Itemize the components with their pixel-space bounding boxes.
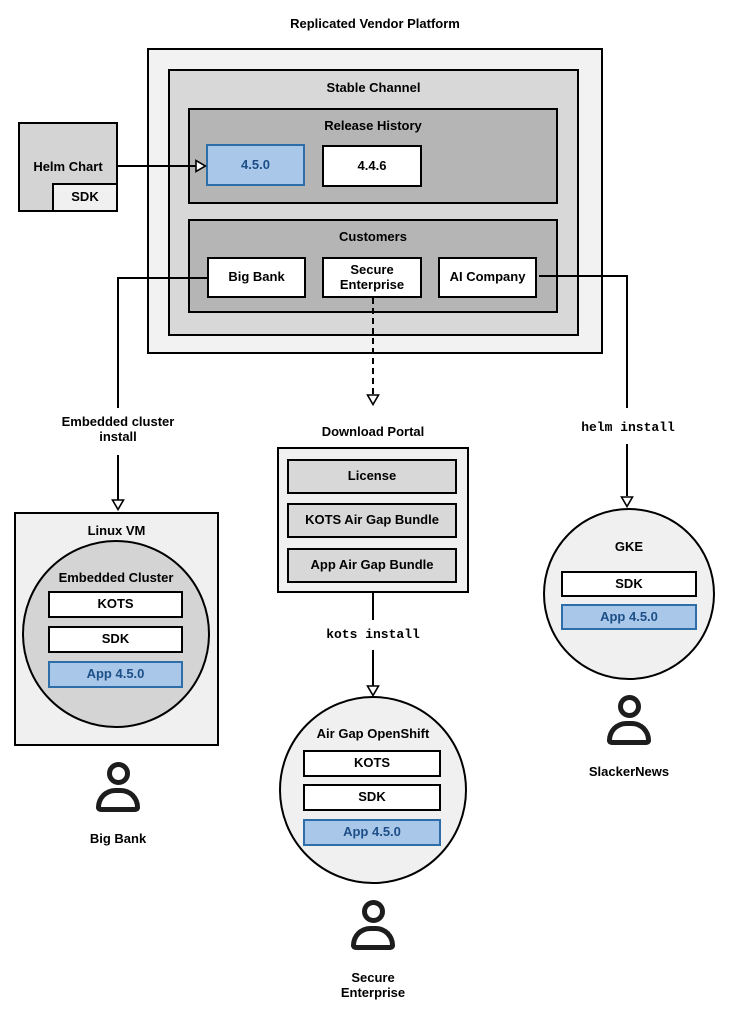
portal-edge-v2: [372, 650, 374, 686]
release-history-label: Release History: [324, 118, 422, 133]
arrowhead-right-icon: [195, 159, 208, 173]
embedded-sdk-label: SDK: [101, 631, 130, 647]
embedded-cluster-label: Embedded Cluster: [58, 570, 174, 585]
download-portal-label: Download Portal: [321, 424, 425, 439]
license-label: License: [347, 468, 397, 484]
secure-enterprise-user-label: Secure Enterprise: [340, 970, 406, 1001]
embedded-kots-box: KOTS: [48, 591, 183, 618]
helm-install-label: helm install: [581, 420, 675, 435]
helm-sdk-box: SDK: [52, 183, 118, 212]
customer-secure-enterprise-box: Secure Enterprise: [322, 257, 422, 298]
embedded-kots-label: KOTS: [97, 596, 134, 612]
openshift-sdk-label: SDK: [358, 789, 386, 805]
person-torso-icon: [351, 926, 395, 950]
secure-enterprise-user-icon: [351, 900, 395, 950]
big-bank-edge-v2: [117, 455, 119, 500]
gke-sdk-box: SDK: [561, 571, 697, 597]
embedded-app-box: App 4.5.0: [48, 661, 183, 688]
arrowhead-down-icon: [620, 496, 634, 509]
stable-channel-label: Stable Channel: [326, 80, 421, 95]
kots-airgap-bundle-label: KOTS Air Gap Bundle: [305, 512, 439, 528]
arrowhead-down-icon: [366, 394, 380, 407]
helm-to-release-line: [118, 165, 196, 167]
person-torso-icon: [96, 788, 140, 812]
helm-sdk-label: SDK: [71, 189, 99, 205]
kots-airgap-bundle-box: KOTS Air Gap Bundle: [287, 503, 457, 538]
openshift-kots-box: KOTS: [303, 750, 441, 777]
slackernews-user-icon: [607, 695, 651, 745]
gke-app-label: App 4.5.0: [600, 608, 658, 624]
customer-ai-company-box: AI Company: [438, 257, 537, 298]
ai-company-edge-v2: [626, 444, 628, 496]
openshift-kots-label: KOTS: [353, 755, 391, 771]
app-airgap-bundle-label: App Air Gap Bundle: [310, 557, 434, 573]
customer-big-bank-label: Big Bank: [228, 269, 285, 285]
slackernews-user-label: SlackerNews: [588, 764, 670, 779]
gke-sdk-label: SDK: [615, 575, 643, 591]
app-airgap-bundle-box: App Air Gap Bundle: [287, 548, 457, 583]
release-450-label: 4.5.0: [241, 156, 270, 172]
big-bank-user-label: Big Bank: [89, 831, 147, 846]
arrowhead-down-icon: [366, 685, 380, 698]
release-446-label: 4.4.6: [357, 157, 387, 173]
airgap-openshift-label: Air Gap OpenShift: [316, 726, 430, 741]
diagram-title: Replicated Vendor Platform: [290, 16, 460, 31]
gke-app-box: App 4.5.0: [561, 604, 697, 630]
embedded-sdk-box: SDK: [48, 626, 183, 653]
person-head-icon: [106, 762, 130, 785]
embedded-cluster-install-label: Embedded cluster install: [61, 414, 175, 445]
openshift-app-label: App 4.5.0: [343, 824, 401, 840]
kots-install-label: kots install: [326, 627, 420, 642]
ai-company-edge-v: [626, 275, 628, 408]
customer-ai-company-label: AI Company: [449, 269, 526, 285]
secure-enterprise-dashed-edge: [372, 298, 374, 394]
customer-secure-enterprise-label: Secure Enterprise: [339, 261, 405, 292]
arrowhead-down-icon: [111, 499, 125, 512]
person-head-icon: [617, 695, 641, 718]
openshift-app-box: App 4.5.0: [303, 819, 441, 846]
customers-label: Customers: [339, 229, 407, 244]
ai-company-edge-h: [539, 275, 628, 277]
big-bank-edge-v: [117, 277, 119, 408]
linux-vm-label: Linux VM: [87, 523, 146, 538]
big-bank-edge-h: [118, 277, 207, 279]
person-torso-icon: [607, 721, 651, 745]
embedded-app-label: App 4.5.0: [86, 666, 145, 682]
gke-label: GKE: [614, 539, 644, 554]
license-box: License: [287, 459, 457, 494]
release-450-box: 4.5.0: [206, 144, 305, 186]
openshift-sdk-box: SDK: [303, 784, 441, 811]
portal-edge-v: [372, 593, 374, 620]
helm-chart-label: Helm Chart: [33, 159, 103, 174]
big-bank-user-icon: [96, 762, 140, 812]
person-head-icon: [361, 900, 385, 923]
release-446-box: 4.4.6: [322, 145, 422, 187]
customer-big-bank-box: Big Bank: [207, 257, 306, 298]
